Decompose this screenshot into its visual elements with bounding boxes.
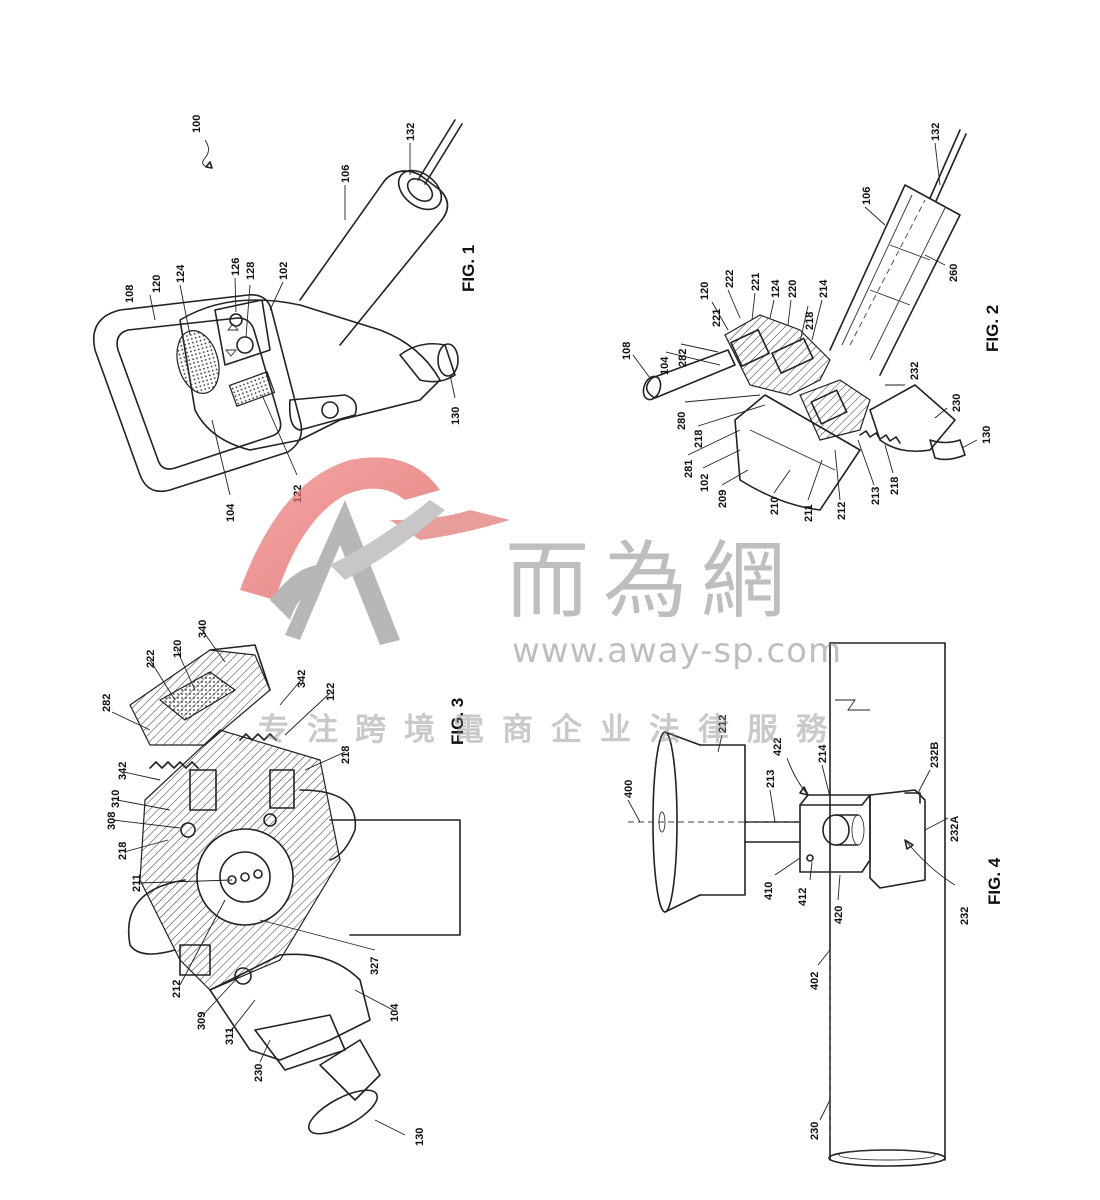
fig1-ref-126: 126 [230,258,242,276]
fig3-ref-104: 104 [389,1003,401,1022]
fig2-ref-218a: 218 [804,312,816,330]
fig3-ref-308: 308 [106,812,118,830]
fig2-ref-102: 102 [699,474,711,492]
fig2-ref-218c: 218 [889,477,901,495]
fig1-title: FIG. 1 [459,245,478,292]
fig1-ref-106: 106 [340,165,352,183]
fig3-ref-327: 327 [369,957,381,975]
watermark-partial-leading: 专注 [258,712,356,748]
fig3-ref-212: 212 [171,980,183,998]
fig2-ref-260: 260 [948,264,960,282]
fig2-ref-108: 108 [621,342,633,360]
fig3-ref-340: 340 [197,620,209,638]
fig4-ref-230: 230 [809,1122,821,1140]
fig4-ref-422: 422 [772,738,784,756]
fig2-ref-221b: 221 [711,309,723,327]
fig2-ref-281: 281 [683,460,695,478]
fig2-ref-120: 120 [699,282,711,300]
fig3-ref-130: 130 [414,1128,426,1146]
watermark-url: www.away-sp.com [512,631,842,671]
fig1-ref-102: 102 [278,262,290,280]
fig2-ref-214: 214 [818,279,830,298]
fig1-ref-108: 108 [124,285,136,303]
fig4-ref-232: 232 [959,907,971,925]
fig2-ref-209: 209 [717,490,729,508]
figure-3: 282 222 120 340 342 122 342 310 308 218 … [101,620,467,1146]
fig4-ref-402: 402 [809,972,821,990]
fig3-ref-230: 230 [253,1064,265,1082]
fig2-ref-220: 220 [787,280,799,298]
fig2-ref-221a: 221 [750,273,762,291]
fig2-ref-130: 130 [981,426,993,444]
fig4-ref-410: 410 [763,882,775,900]
fig2-ref-222: 222 [724,270,736,288]
figure-4: 212 400 422 214 213 232B 232A 410 412 42… [623,642,1004,1167]
fig4-ref-232a: 232A [949,816,961,842]
fig4-ref-213: 213 [765,770,777,788]
fig3-ref-342b: 342 [117,762,129,780]
fig4-ref-412: 412 [797,888,809,906]
fig3-ref-218a: 218 [117,842,129,860]
watermark-subtitle: 跨境電商企业法律服務 [355,712,845,748]
fig2-title: FIG. 2 [983,305,1002,352]
watermark-logo [240,457,510,645]
fig2-ref-211: 211 [803,504,815,522]
fig3-ref-309: 309 [196,1012,208,1030]
fig4-ref-232b: 232B [929,742,941,768]
fig2-ref-106: 106 [861,187,873,205]
fig3-ref-120: 120 [172,640,184,658]
fig1-ref-120: 120 [151,275,163,293]
fig2-ref-132: 132 [930,123,942,141]
fig2-ref-212: 212 [836,502,848,520]
figure-2: 132 106 260 124 221 222 120 221 220 214 … [621,123,1002,522]
fig4-ref-214: 214 [817,744,829,763]
fig3-ref-310: 310 [110,790,122,808]
fig2-ref-218b: 218 [693,430,705,448]
fig2-ref-232: 232 [909,362,921,380]
watermark: 而為網 www.away-sp.com 专注 跨境電商企业法律服務 [240,457,845,748]
fig2-ref-282: 282 [677,349,689,367]
fig2-ref-124: 124 [770,279,782,298]
fig4-title: FIG. 4 [985,857,1004,905]
fig4-ref-420: 420 [833,906,845,924]
fig3-ref-211: 211 [131,874,143,892]
fig1-ref-124: 124 [175,264,187,283]
fig3-ref-342a: 342 [296,670,308,688]
fig1-ref-130: 130 [450,407,462,425]
fig4-ref-400: 400 [623,780,635,798]
fig1-ref-104: 104 [225,503,237,522]
fig1-ref-132: 132 [405,123,417,141]
fig2-ref-230: 230 [951,394,963,412]
figure-1: 100 132 106 126 128 102 124 120 108 130 … [93,115,478,522]
fig3-title: FIG. 3 [448,698,467,745]
fig1-ref-100: 100 [191,115,203,133]
fig3-ref-282: 282 [101,694,113,712]
fig3-ref-311: 311 [224,1027,236,1045]
watermark-chinese-name: 而為網 [505,532,799,630]
fig2-ref-210: 210 [769,497,781,515]
fig1-ref-128: 128 [245,262,257,280]
fig3-ref-222: 222 [145,650,157,668]
fig3-ref-122: 122 [325,683,337,701]
fig4-ref-212: 212 [717,715,729,733]
fig2-ref-104: 104 [659,356,671,375]
fig3-ref-218b: 218 [340,746,352,764]
fig2-ref-213: 213 [870,487,882,505]
fig2-ref-280: 280 [676,412,688,430]
